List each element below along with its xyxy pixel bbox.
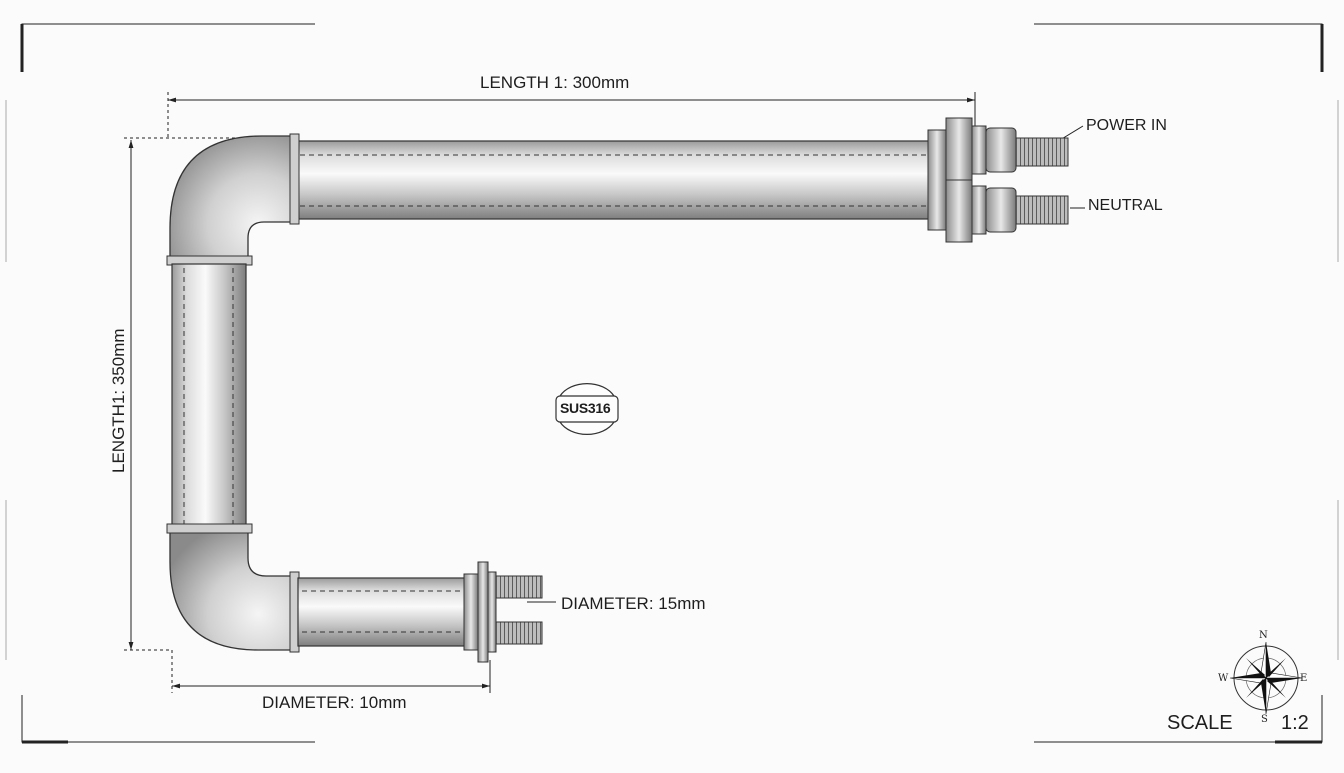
bottom-pipe [297,577,467,647]
material-stamp-label: SUS316 [560,400,611,416]
vertical-pipe [171,263,247,531]
bottom-terminal-assembly [463,561,543,663]
compass-east-label: E [1300,673,1308,684]
bottom-elbow [166,523,300,653]
top-terminal-assembly [927,117,1069,243]
diameter-bottom-label: DIAMETER: 10mm [262,693,407,712]
length-top-label: LENGTH 1: 300mm [480,73,630,92]
compass-south-label: S [1261,714,1268,725]
scale-value: 1:2 [1281,712,1309,734]
diameter-right-label: DIAMETER: 15mm [561,594,706,613]
scale-label: SCALE [1167,712,1233,734]
frame-corners [5,23,1339,744]
compass-west-label: W [1218,673,1229,684]
compass-rose [1229,641,1303,715]
compass-north-label: N [1259,630,1268,641]
length-left-label: LENGTH1: 350mm [109,328,128,473]
neutral-label: NEUTRAL [1088,197,1163,214]
power-in-label: POWER IN [1086,117,1167,134]
dimension-lines [124,92,1085,693]
material-stamp [555,383,619,435]
top-pipe [295,140,933,220]
top-elbow [166,133,300,266]
